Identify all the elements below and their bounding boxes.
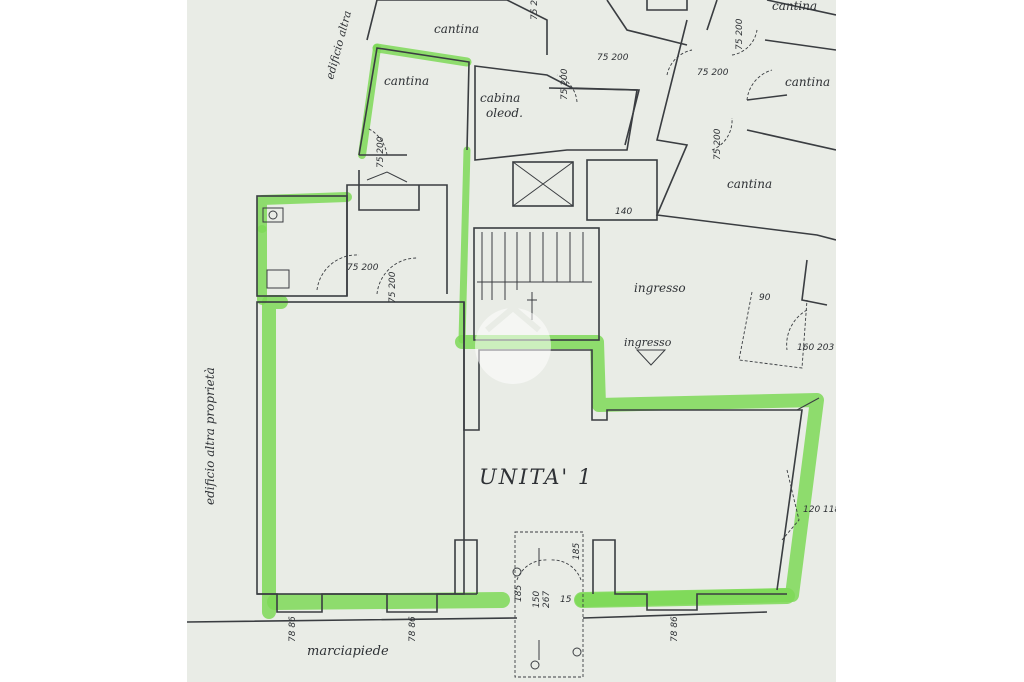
dimension-labels: 75 200 75 200 75 200 75 200 75 200 75 20… (288, 0, 836, 642)
room-cantina-right: cantina (785, 75, 830, 89)
main-door-dim-c: 15 (560, 595, 572, 605)
window-dim-2: 78 86 (408, 616, 418, 642)
window-dim-3: 78 86 (670, 616, 680, 642)
dim-7: 75 200 (735, 18, 745, 50)
room-cantina-top: cantina (434, 22, 479, 36)
walls (187, 0, 836, 678)
small-dim-2: 140 (615, 207, 632, 217)
ingresso-door-dim: 160 203 (797, 343, 834, 353)
neighbor-left-label: edificio altra proprietà (203, 367, 217, 505)
room-cabina-line1: cabina (480, 91, 520, 105)
dim-6: 75 200 (560, 68, 570, 100)
window-dim-1: 78 86 (288, 616, 298, 642)
dim-9: 75 200 (713, 128, 723, 160)
dim-8: 75 200 (697, 68, 729, 78)
dim-4: 75 200 (530, 0, 540, 20)
main-door-dim-a: 150 (532, 591, 542, 608)
room-ingresso: ingresso (634, 281, 686, 295)
watermark (475, 304, 551, 384)
dim-1: 75 200 (376, 136, 386, 168)
room-cantina-right-lower: cantina (727, 177, 772, 191)
neighbor-top-label: edificio altra (323, 9, 354, 80)
floor-plan-sheet: UNITA' 1 cantina cantina cantina cantina… (187, 0, 836, 682)
dim-5: 75 200 (597, 53, 629, 63)
small-dim-1: 90 (759, 293, 771, 303)
main-door-dim-d: 185 (572, 543, 582, 560)
side-door-dim: 120 118 (803, 505, 836, 515)
dim-3: 75 200 (388, 271, 398, 303)
dim-2: 75 200 (347, 263, 379, 273)
main-door-dim-b: 267 (542, 591, 552, 608)
entrance-arrow-label: ingresso (624, 336, 672, 349)
room-cabina-line2: oleod. (486, 106, 523, 120)
room-cantina-top-right: cantina (772, 0, 817, 13)
unit-label: UNITA' 1 (479, 465, 593, 489)
room-cantina-left: cantina (384, 74, 429, 88)
main-door-dim-e: 185 (514, 585, 524, 602)
street-label: marciapiede (307, 644, 389, 659)
floor-plan-drawing: UNITA' 1 cantina cantina cantina cantina… (187, 0, 836, 678)
